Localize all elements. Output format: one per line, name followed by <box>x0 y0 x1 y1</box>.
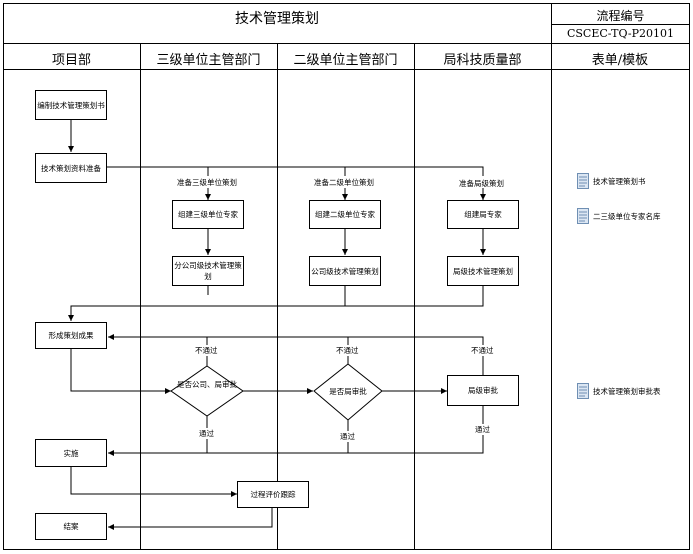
page-title: 技术管理策划 <box>235 11 319 27</box>
process-no-label: 流程编号 <box>596 9 645 23</box>
box-org2: 组建二级单位专家 <box>309 200 381 229</box>
box-track: 过程评价跟踪 <box>237 481 309 508</box>
lane-header-tier2: 二级单位主管部门 <box>293 53 398 68</box>
pass-label-b: 通过 <box>475 424 490 435</box>
decision-d3-text: 是否公司、局审批 <box>177 380 237 389</box>
lane-header-bureau: 局科技质量部 <box>443 53 522 68</box>
prepb-label: 准备局级策划 <box>459 179 504 188</box>
form-item[interactable]: 技术管理策划书 <box>577 173 646 189</box>
pass-label-d2: 通过 <box>340 431 355 442</box>
form-item[interactable]: 技术管理策划审批表 <box>577 383 661 399</box>
document-icon <box>577 208 589 224</box>
box-prepare: 技术策划资料准备 <box>35 153 107 183</box>
box-plan3: 分公司级技术管理策划 <box>172 256 244 286</box>
fail-label-d2: 不通过 <box>336 345 359 356</box>
box-planb: 局级技术管理策划 <box>447 256 519 286</box>
document-icon <box>577 383 589 399</box>
lane-header-tier3: 三级单位主管部门 <box>156 53 261 68</box>
fail-label-b: 不通过 <box>471 345 494 356</box>
box-org3: 组建三级单位专家 <box>172 200 244 229</box>
fail-label-d3: 不通过 <box>195 345 218 356</box>
decision-d3-shape <box>170 365 244 417</box>
pass-label-d3: 通过 <box>199 428 214 439</box>
prep2-label: 准备二级单位策划 <box>314 178 374 187</box>
box-plan2: 公司级技术管理策划 <box>309 256 381 286</box>
box-close: 结案 <box>35 513 107 540</box>
document-icon <box>577 173 589 189</box>
form-label: 技术管理策划书 <box>593 176 646 186</box>
box-result: 形成策划成果 <box>35 322 107 349</box>
lane-header-forms: 表单/模板 <box>591 53 649 68</box>
box-approveb: 局级审批 <box>447 375 519 406</box>
box-compile: 编制技术管理策划书 <box>35 90 107 120</box>
box-orgb: 组建局专家 <box>447 200 519 229</box>
process-no: CSCEC-TQ-P20101 <box>566 27 674 40</box>
prep3-label: 准备三级单位策划 <box>177 178 237 187</box>
form-item[interactable]: 二三级单位专家名库 <box>577 208 661 224</box>
box-implement: 实施 <box>35 439 107 467</box>
form-label: 技术管理策划审批表 <box>593 386 661 396</box>
decision-d2-text: 是否局审批 <box>329 387 367 396</box>
form-label: 二三级单位专家名库 <box>593 211 661 221</box>
lane-header-project: 项目部 <box>51 53 91 68</box>
decision-d2-shape <box>313 363 383 421</box>
